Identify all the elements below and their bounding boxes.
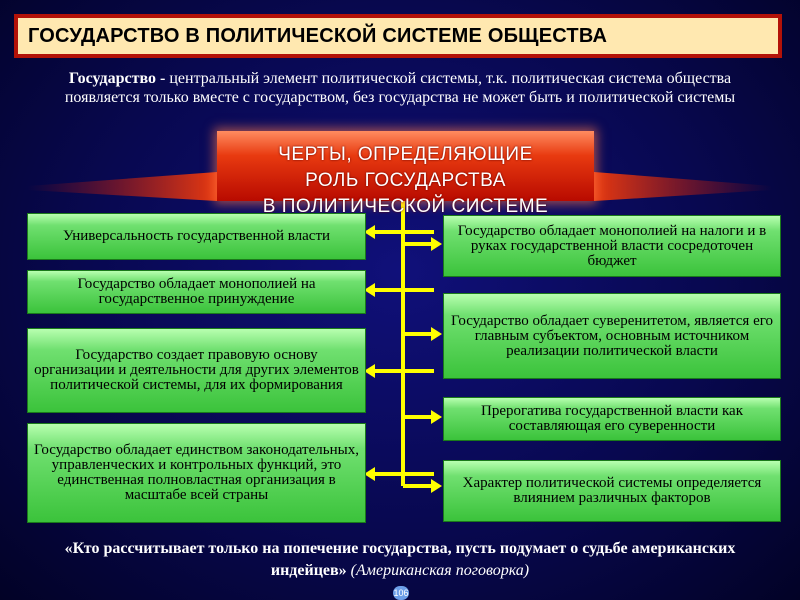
heading-line-3: В ПОЛИТИЧЕСКОЙ СИСТЕМЕ bbox=[262, 196, 549, 217]
quote: «Кто рассчитывает только на попечение го… bbox=[40, 538, 760, 582]
feature-unity-of-functions: Государство обладает единством законодат… bbox=[27, 423, 366, 523]
connector-arrowheads bbox=[364, 225, 442, 493]
heading-wedge-right bbox=[594, 172, 772, 201]
intro-term: Государство - bbox=[68, 70, 170, 87]
connector-lines bbox=[372, 201, 434, 488]
feature-prerogative: Прерогатива государственной власти как с… bbox=[443, 397, 781, 441]
quote-text: «Кто рассчитывает только на попечение го… bbox=[64, 540, 736, 579]
feature-tax-monopoly: Государство обладает монополией на налог… bbox=[443, 215, 781, 277]
heading-line-2: РОЛЬ ГОСУДАРСТВА bbox=[305, 170, 506, 191]
heading-box bbox=[217, 131, 594, 201]
page-title: ГОСУДАРСТВО В ПОЛИТИЧЕСКОЙ СИСТЕМЕ ОБЩЕС… bbox=[28, 24, 608, 47]
heading-line-1: ЧЕРТЫ, ОПРЕДЕЛЯЮЩИЕ bbox=[278, 144, 533, 165]
features-heading: ЧЕРТЫ, ОПРЕДЕЛЯЮЩИЕ РОЛЬ ГОСУДАРСТВА В П… bbox=[217, 142, 594, 220]
title-bar: ГОСУДАРСТВО В ПОЛИТИЧЕСКОЙ СИСТЕМЕ ОБЩЕС… bbox=[14, 14, 782, 58]
page-number-badge: 106 bbox=[393, 586, 409, 600]
intro-definition: центральный элемент политической системы… bbox=[64, 70, 736, 106]
feature-coercion-monopoly: Государство обладает монополией на госуд… bbox=[27, 270, 366, 314]
feature-political-character: Характер политической системы определяет… bbox=[443, 460, 781, 522]
heading-wedge-left bbox=[28, 172, 217, 201]
feature-universality: Универсальность государственной власти bbox=[27, 213, 366, 260]
intro-paragraph: Государство - центральный элемент полити… bbox=[30, 69, 770, 107]
feature-sovereignty: Государство обладает суверенитетом, явля… bbox=[443, 293, 781, 379]
feature-legal-basis: Государство создает правовую основу орга… bbox=[27, 328, 366, 413]
quote-source: (Американская поговорка) bbox=[350, 562, 530, 579]
